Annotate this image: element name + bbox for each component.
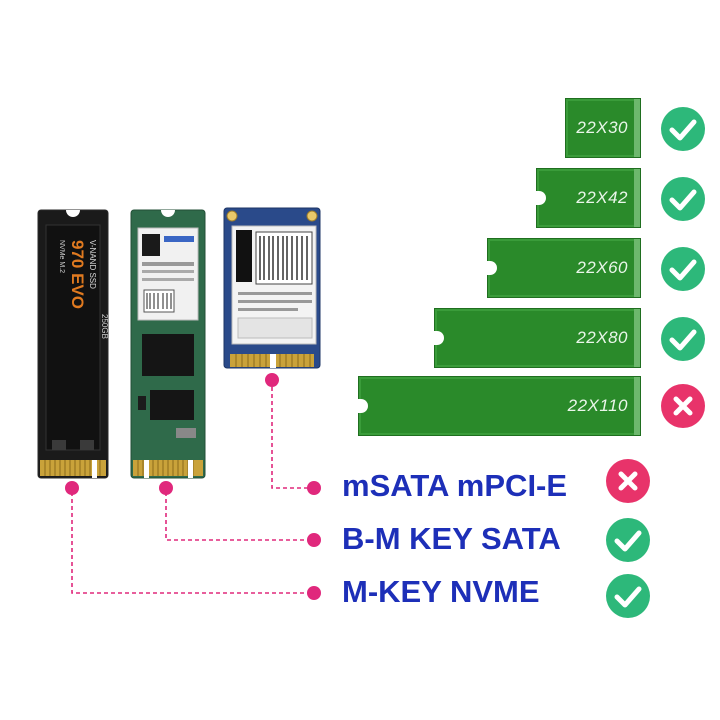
x-circle-icon	[605, 458, 651, 504]
size-label: 22X60	[576, 258, 628, 277]
size-label: 22X30	[576, 118, 628, 137]
check-circle-icon	[660, 176, 706, 222]
connector-lines	[71, 380, 312, 594]
check-circle-icon	[660, 246, 706, 292]
nvme-ssd-card	[37, 209, 109, 479]
connector-dots	[65, 373, 321, 600]
size-board-22x30: 22X30	[565, 98, 641, 158]
interface-label-bm-key-sata: B-M KEY SATA	[342, 521, 561, 556]
check-circle-icon	[660, 106, 706, 152]
size-board-22x110: 22X110	[358, 376, 641, 436]
nvme-sub-text: NVMe M.2	[58, 240, 65, 273]
check-circle-icon	[660, 316, 706, 362]
size-board-22x42: 22X42	[536, 168, 641, 228]
nvme-brand-text: V-NAND SSD	[88, 240, 97, 289]
size-board-22x80: 22X80	[434, 308, 641, 368]
interface-label-msata: mSATA mPCI-E	[342, 468, 568, 503]
sata-ssd-card	[130, 209, 206, 479]
size-board-22x60: 22X60	[487, 238, 641, 298]
interface-label-m-key-nvme: M-KEY NVME	[342, 574, 540, 609]
size-label: 22X110	[567, 396, 628, 415]
size-label: 22X42	[576, 188, 628, 207]
nvme-model-text: 970 EVO	[68, 240, 87, 309]
size-label: 22X80	[576, 328, 628, 347]
check-circle-icon	[605, 517, 651, 563]
check-circle-icon	[605, 573, 651, 619]
msata-card	[223, 207, 321, 369]
nvme-capacity-text: 250GB	[100, 314, 109, 339]
x-circle-icon	[660, 383, 706, 429]
